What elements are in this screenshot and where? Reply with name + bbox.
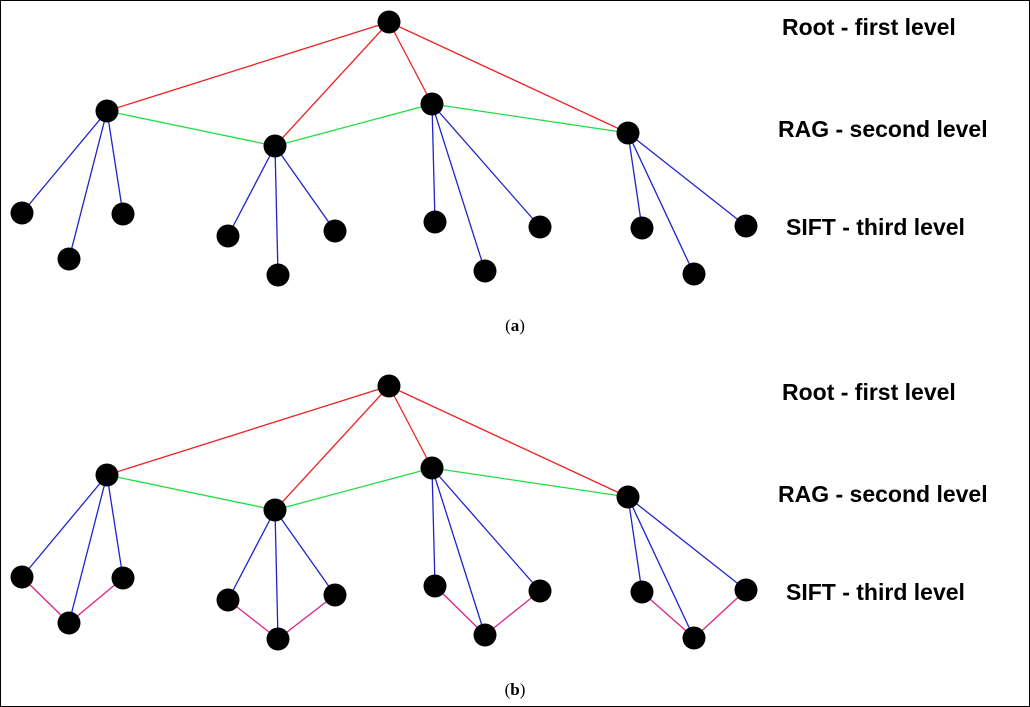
panel-a: Root - first level RAG - second level SI… (10, 10, 988, 335)
sift-edge (627, 496, 695, 639)
sift-link-edge (277, 594, 336, 640)
sift-node (682, 262, 706, 286)
sift-link-edge (641, 591, 695, 639)
caption-b: (b) (505, 680, 526, 699)
rag-edge (274, 103, 433, 147)
rag-edge (431, 103, 629, 134)
sift-edge (431, 103, 436, 223)
label-rag-second-level: RAG - second level (778, 116, 988, 142)
root-edge (388, 21, 629, 134)
sift-node (323, 219, 347, 243)
root-node (377, 374, 401, 398)
rag-node (263, 134, 287, 158)
sift-edge (431, 467, 436, 587)
sift-node (630, 580, 654, 604)
sift-node (10, 565, 34, 589)
rag-node (420, 456, 444, 480)
sift-edge (21, 474, 108, 578)
sift-edge (274, 145, 336, 232)
rag-node (95, 463, 119, 487)
sift-node (734, 214, 758, 238)
caption-a: (a) (505, 316, 525, 335)
sift-link-edge (68, 577, 124, 624)
sift-link-edge (484, 590, 541, 636)
caption-b-letter: b (510, 680, 519, 699)
panel-b-nodes (10, 374, 758, 651)
sift-node (216, 224, 240, 248)
root-edge (106, 385, 390, 476)
label-root-first-level: Root - first level (782, 14, 956, 40)
rag-node (420, 92, 444, 116)
sift-node (528, 215, 552, 239)
rag-node (263, 498, 287, 522)
sift-edge (431, 103, 486, 272)
sift-node (111, 566, 135, 590)
rag-edge (431, 467, 629, 498)
sift-edge (431, 467, 486, 636)
rag-edge (106, 110, 276, 147)
sift-node (266, 263, 290, 287)
sift-edge (431, 467, 541, 592)
sift-edge (627, 132, 695, 275)
sift-node (216, 588, 240, 612)
sift-node (423, 210, 447, 234)
sift-node (57, 611, 81, 635)
sift-edge (274, 509, 336, 596)
sift-link-edge (434, 585, 486, 636)
rag-edge (106, 474, 276, 511)
sift-node (734, 578, 758, 602)
sift-node (423, 574, 447, 598)
panel-b: Root - first level RAG - second level SI… (10, 374, 988, 699)
sift-node (473, 623, 497, 647)
sift-node (10, 201, 34, 225)
sift-node (473, 259, 497, 283)
root-edge (106, 21, 390, 112)
rag-edge (274, 467, 433, 511)
root-edge (388, 385, 629, 498)
sift-edge (227, 145, 276, 237)
sift-edge (274, 509, 279, 640)
sift-edge (627, 496, 643, 593)
panel-a-nodes (10, 10, 758, 287)
root-edge (388, 385, 433, 469)
sift-node (630, 216, 654, 240)
sift-node (57, 247, 81, 271)
sift-edge (274, 145, 279, 276)
root-node (377, 10, 401, 34)
sift-edge (68, 110, 108, 260)
sift-node (266, 627, 290, 651)
sift-node (111, 202, 135, 226)
root-edge (274, 21, 390, 147)
sift-edge (227, 509, 276, 601)
sift-edge (21, 110, 108, 214)
label-sift-third-level: SIFT - third level (786, 214, 965, 240)
sift-node (528, 579, 552, 603)
panel-a-edges (21, 21, 747, 276)
root-edge (388, 21, 433, 105)
sift-node (682, 626, 706, 650)
label-root-first-level: Root - first level (782, 379, 956, 405)
caption-a-letter: a (511, 316, 520, 335)
sift-edge (627, 132, 747, 227)
label-rag-second-level: RAG - second level (778, 481, 988, 507)
label-sift-third-level: SIFT - third level (786, 579, 965, 605)
sift-edge (106, 474, 124, 579)
sift-edge (68, 474, 108, 624)
sift-edge (106, 110, 124, 215)
rag-node (616, 485, 640, 509)
root-edge (274, 385, 390, 511)
sift-link-edge (693, 589, 747, 639)
sift-edge (627, 496, 747, 591)
rag-node (95, 99, 119, 123)
sift-edge (431, 103, 541, 228)
panel-b-edges (21, 385, 747, 640)
sift-node (323, 583, 347, 607)
rag-node (616, 121, 640, 145)
sift-edge (627, 132, 643, 229)
